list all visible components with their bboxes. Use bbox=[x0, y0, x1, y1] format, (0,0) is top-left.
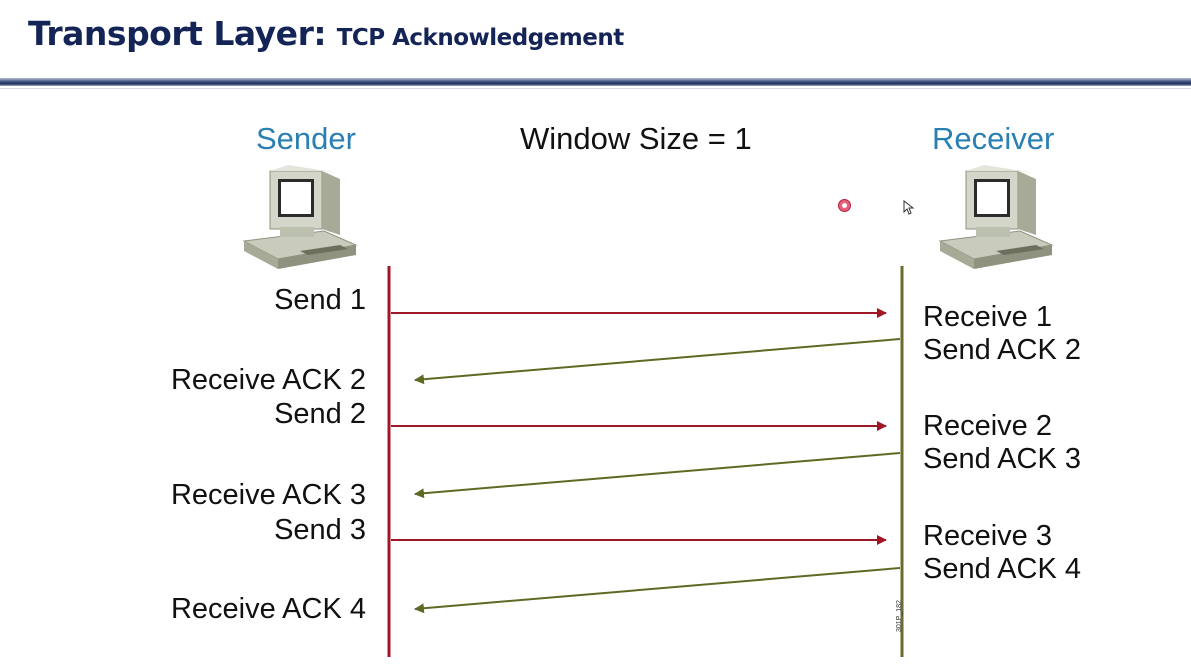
sender-step: Send 1 bbox=[274, 284, 366, 316]
receiver-step: Send ACK 3 bbox=[923, 443, 1081, 475]
slide-title: Transport Layer: TCP Acknowledgement bbox=[28, 14, 624, 53]
ack-arrow-2 bbox=[414, 338, 901, 385]
receiver-step: Send ACK 2 bbox=[923, 334, 1081, 366]
receiver-label: Receiver bbox=[932, 121, 1055, 156]
sender-step: Receive ACK 2 bbox=[170, 364, 366, 396]
ack-arrow-4 bbox=[414, 567, 901, 614]
title-subtitle: TCP Acknowledgement bbox=[336, 25, 625, 51]
receiver-step: Send ACK 4 bbox=[923, 553, 1081, 585]
receiver-computer-icon bbox=[938, 165, 1054, 269]
figure-code: 301P_182 bbox=[896, 600, 903, 632]
sender-step: Send 3 bbox=[274, 514, 366, 546]
receiver-step: Receive 2 bbox=[923, 410, 1052, 442]
receiver-step: Receive 3 bbox=[923, 520, 1052, 552]
sender-computer-icon bbox=[242, 165, 358, 269]
mouse-pointer-icon bbox=[903, 200, 915, 215]
receiver-step: Receive 1 bbox=[923, 301, 1052, 333]
window-size-label: Window Size = 1 bbox=[520, 121, 752, 156]
title-divider-shadow bbox=[0, 88, 1191, 89]
cursor-highlight-icon bbox=[838, 199, 851, 212]
sender-step: Send 2 bbox=[274, 398, 366, 430]
sender-step: Receive ACK 3 bbox=[170, 479, 366, 511]
sender-step: Receive ACK 4 bbox=[170, 593, 366, 625]
sender-label: Sender bbox=[256, 121, 356, 156]
title-main: Transport Layer: bbox=[28, 14, 327, 53]
title-divider bbox=[0, 78, 1191, 86]
ack-arrow-3 bbox=[414, 452, 901, 499]
